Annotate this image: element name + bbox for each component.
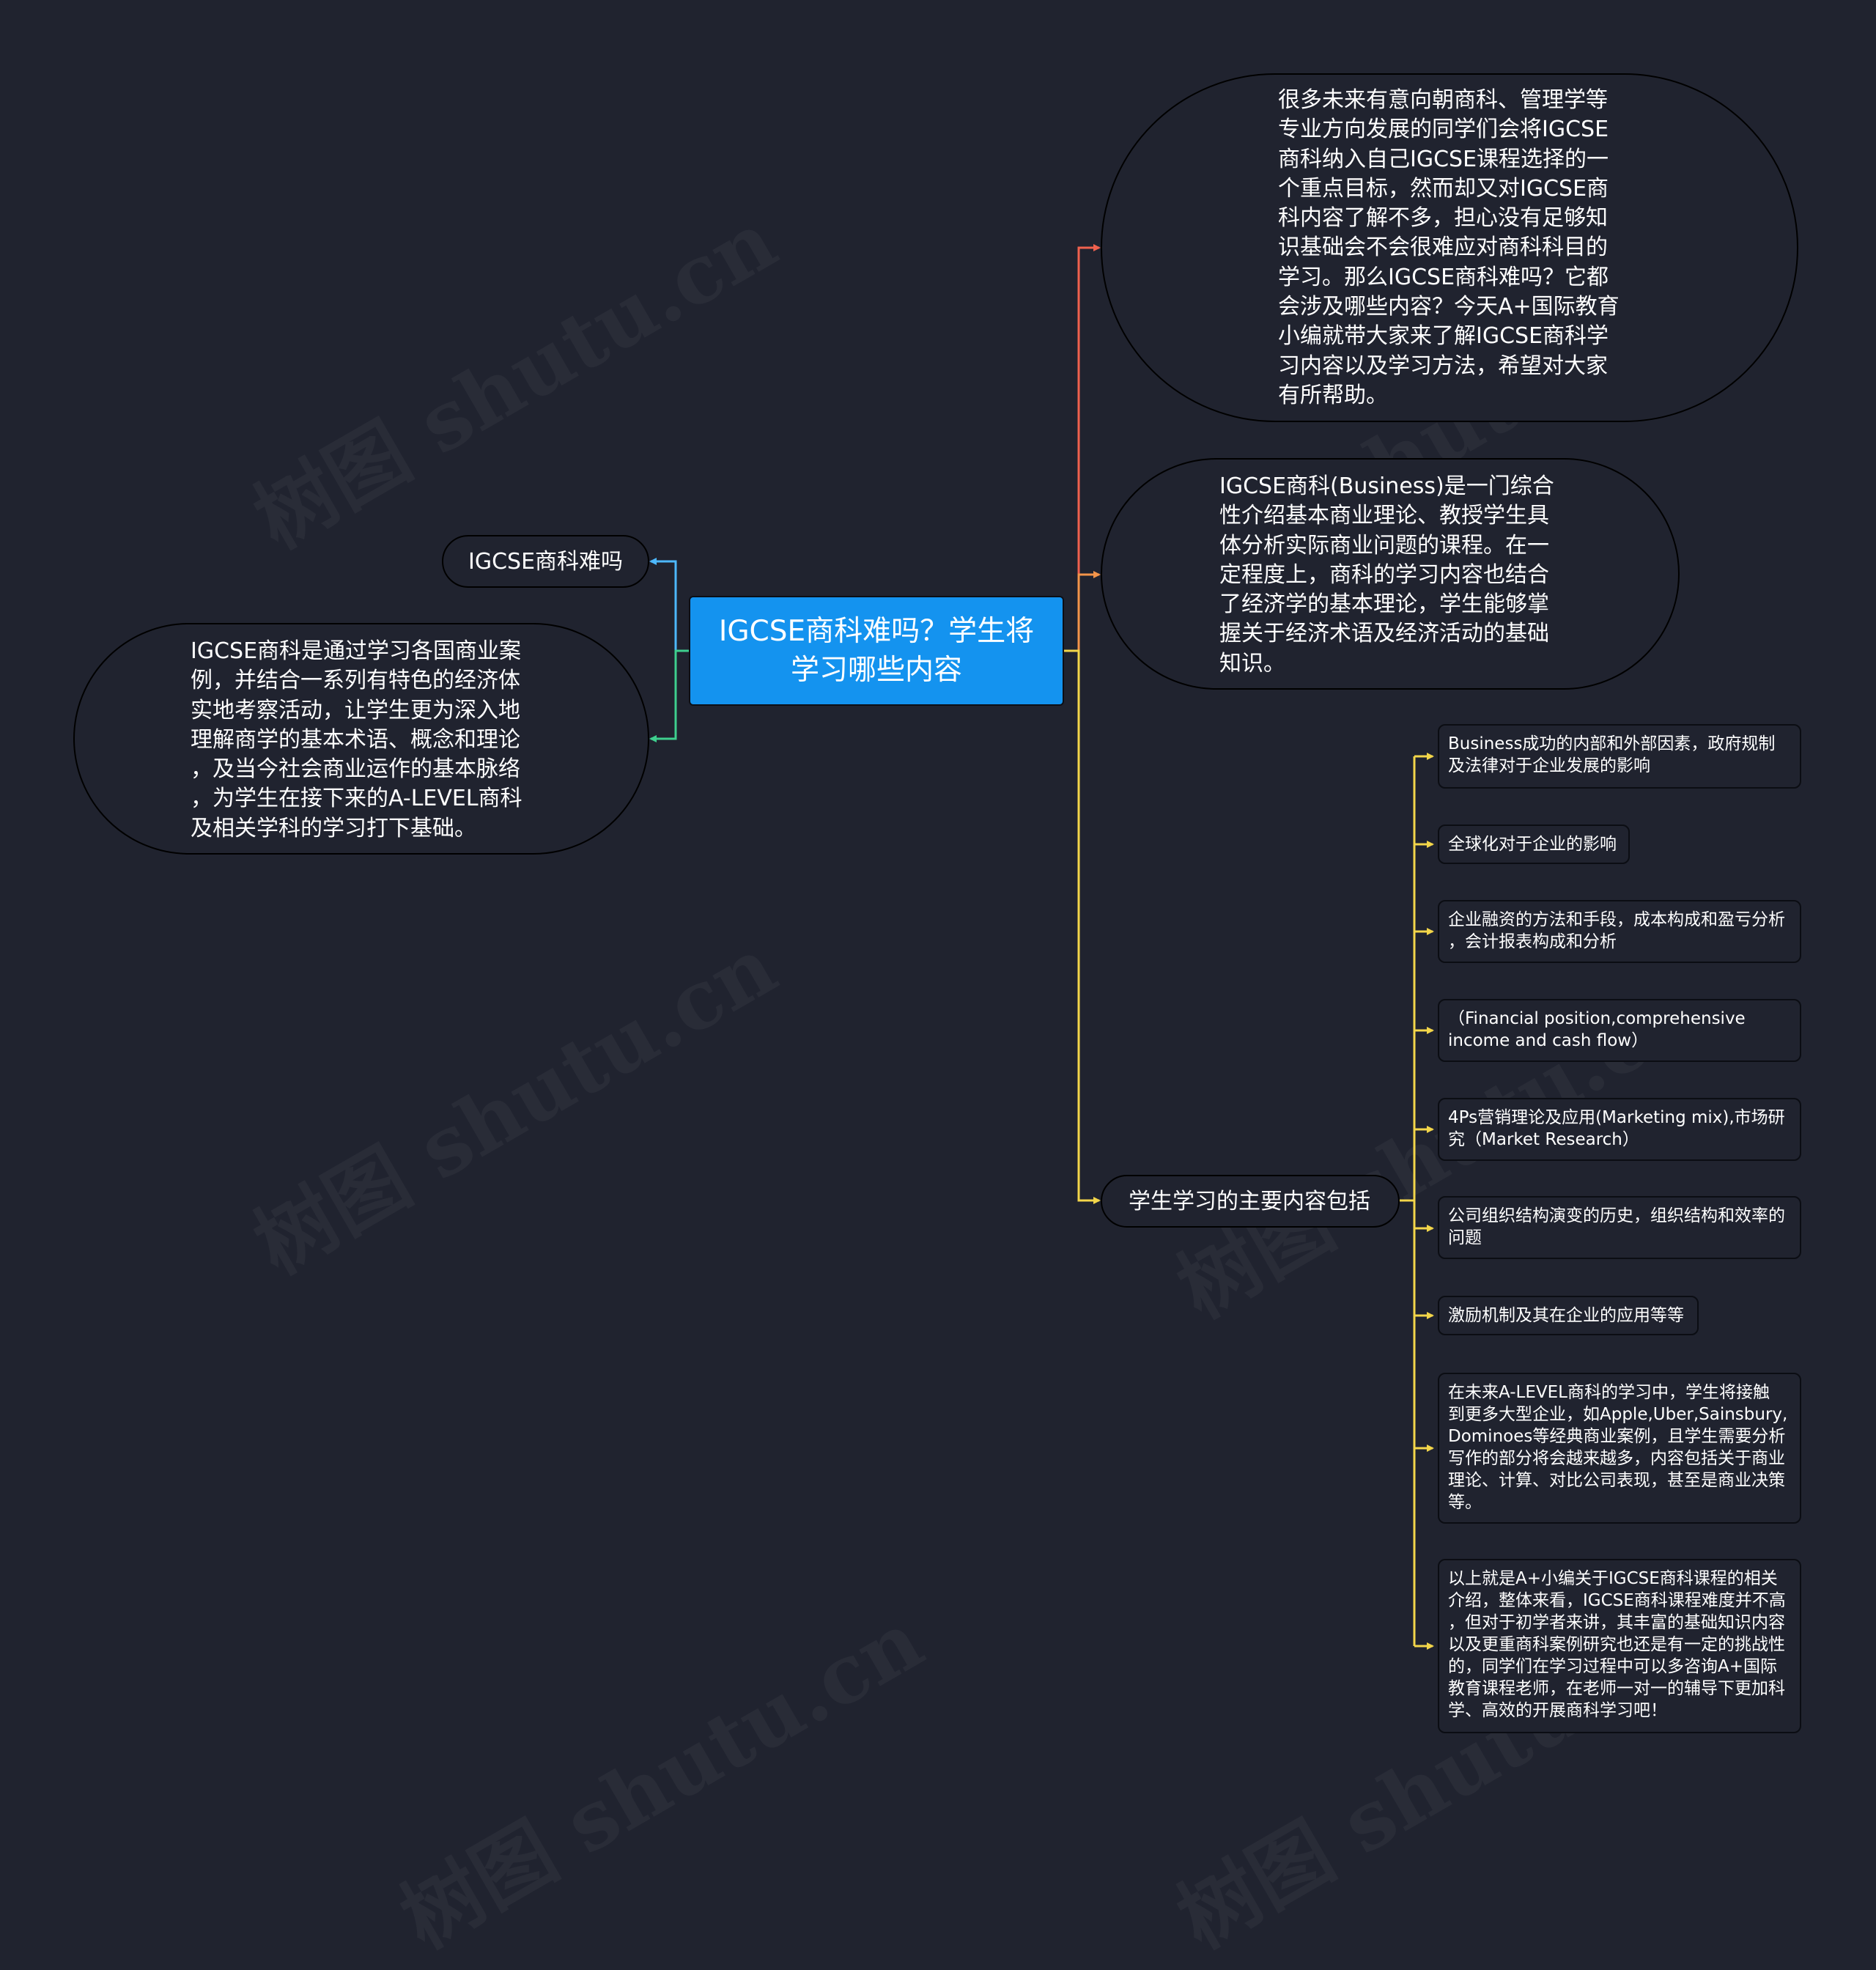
content-title-node[interactable]: 学生学习的主要内容包括 — [1101, 1175, 1400, 1228]
left-description-node[interactable]: IGCSE商科是通过学习各国商业案 例，并结合一系列有特色的经济体 实地考察活动… — [73, 623, 649, 855]
content-item[interactable]: 以上就是A+小编关于IGCSE商科课程的相关 介绍，整体来看，IGCSE商科课程… — [1438, 1559, 1801, 1733]
content-item[interactable]: 公司组织结构演变的历史，组织结构和效率的 问题 — [1438, 1196, 1801, 1259]
content-item[interactable]: 全球化对于企业的影响 — [1438, 824, 1630, 864]
link-root-title — [649, 558, 689, 652]
link-content-trunk — [1400, 756, 1416, 1646]
content-title-text: 学生学习的主要内容包括 — [1129, 1189, 1370, 1214]
definition-node[interactable]: IGCSE商科(Business)是一门综合 性介绍基本商业理论、教授学生具 体… — [1101, 458, 1680, 690]
intro-node[interactable]: 很多未来有意向朝商科、管理学等 专业方向发展的同学们会将IGCSE 商科纳入自己… — [1101, 73, 1798, 422]
link-root-definition — [1064, 571, 1101, 652]
definition-text: IGCSE商科(Business)是一门综合 性介绍基本商业理论、教授学生具 体… — [1219, 473, 1554, 676]
left-description-text: IGCSE商科是通过学习各国商业案 例，并结合一系列有特色的经济体 实地考察活动… — [191, 638, 522, 841]
content-item[interactable]: 激励机制及其在企业的应用等等 — [1438, 1296, 1699, 1335]
content-item[interactable]: 在未来A-LEVEL商科的学习中，学生将接触 到更多大型企业，如Apple,Ub… — [1438, 1373, 1801, 1524]
content-item[interactable]: 企业融资的方法和手段，成本构成和盈亏分析 ，会计报表构成和分析 — [1438, 900, 1801, 963]
content-item[interactable]: （Financial position,comprehensive income… — [1438, 999, 1801, 1062]
connector-lines — [649, 244, 1434, 1650]
content-item[interactable]: 4Ps营销理论及应用(Marketing mix),市场研 究（Market R… — [1438, 1098, 1801, 1161]
content-item[interactable]: Business成功的内部和外部因素，政府规制 及法律对于企业发展的影响 — [1438, 724, 1801, 789]
link-root-description — [649, 649, 689, 742]
root-topic-node[interactable]: IGCSE商科难吗？学生将 学习哪些内容 — [689, 596, 1064, 706]
link-root-content — [1064, 649, 1101, 1204]
intro-text: 很多未来有意向朝商科、管理学等 专业方向发展的同学们会将IGCSE 商科纳入自己… — [1278, 87, 1620, 408]
link-root-intro — [1064, 244, 1101, 652]
left-title-text: IGCSE商科难吗 — [468, 549, 624, 575]
left-title-node[interactable]: IGCSE商科难吗 — [442, 535, 649, 588]
